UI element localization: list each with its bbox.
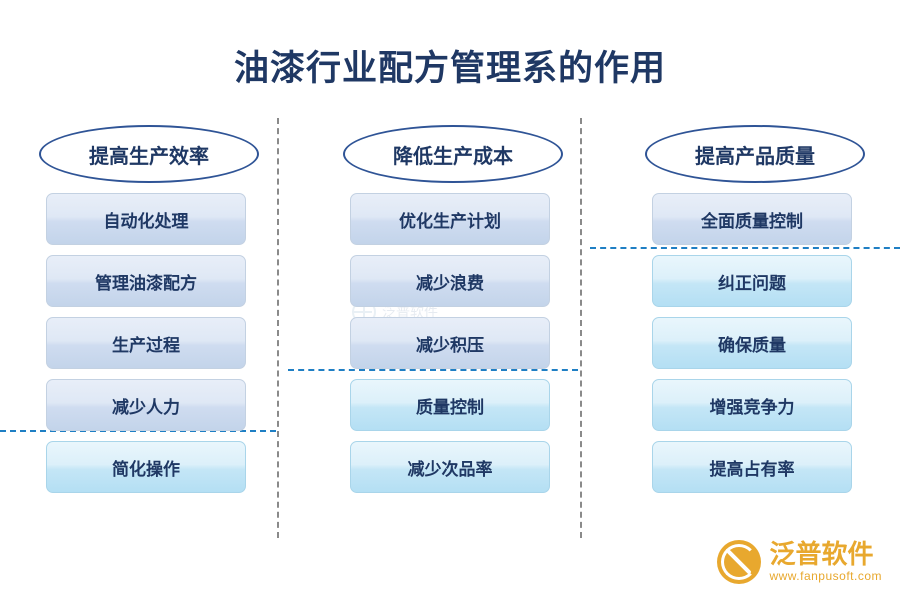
item-box[interactable]: 纠正问题 (652, 255, 852, 307)
page-title: 油漆行业配方管理系的作用 (233, 49, 666, 88)
column-header-2: 降低生产成本 (343, 125, 563, 183)
logo-name: 泛普软件 (769, 540, 874, 570)
item-box[interactable]: 提高占有率 (652, 441, 852, 493)
column-efficiency: 提高生产效率 自动化处理 管理油漆配方 生产过程 减少人力 简化操作 (39, 125, 259, 493)
vertical-divider-2 (580, 118, 582, 538)
item-box[interactable]: 减少人力 (46, 379, 246, 431)
logo-url: www.fanpusoft.com (769, 568, 882, 583)
logo-text: 泛普软件 www.fanpusoft.com (769, 541, 882, 583)
item-box[interactable]: 确保质量 (652, 317, 852, 369)
column-header-3: 提高产品质量 (645, 125, 865, 183)
horizontal-divider-left (0, 430, 276, 432)
horizontal-divider-middle (288, 369, 578, 371)
item-box[interactable]: 减少积压 (350, 317, 550, 369)
brand-logo: 泛普软件 www.fanpusoft.com (717, 540, 882, 584)
vertical-divider-1 (277, 118, 279, 538)
horizontal-divider-right (590, 247, 900, 249)
column-cost: 降低生产成本 优化生产计划 减少浪费 减少积压 质量控制 减少次品率 (343, 125, 563, 493)
column-quality: 提高产品质量 全面质量控制 纠正问题 确保质量 增强竞争力 提高占有率 (645, 125, 865, 493)
item-box[interactable]: 优化生产计划 (350, 193, 550, 245)
logo-mark-icon (717, 540, 762, 584)
item-box[interactable]: 管理油漆配方 (46, 255, 246, 307)
item-box[interactable]: 减少次品率 (350, 441, 550, 493)
item-box[interactable]: 减少浪费 (350, 255, 550, 307)
item-box[interactable]: 自动化处理 (46, 193, 246, 245)
item-box[interactable]: 质量控制 (350, 379, 550, 431)
logo-ring (721, 544, 758, 580)
column-header-1: 提高生产效率 (39, 125, 259, 183)
item-box[interactable]: 生产过程 (46, 317, 246, 369)
item-box[interactable]: 全面质量控制 (652, 193, 852, 245)
item-box[interactable]: 简化操作 (46, 441, 246, 493)
item-box[interactable]: 增强竞争力 (652, 379, 852, 431)
